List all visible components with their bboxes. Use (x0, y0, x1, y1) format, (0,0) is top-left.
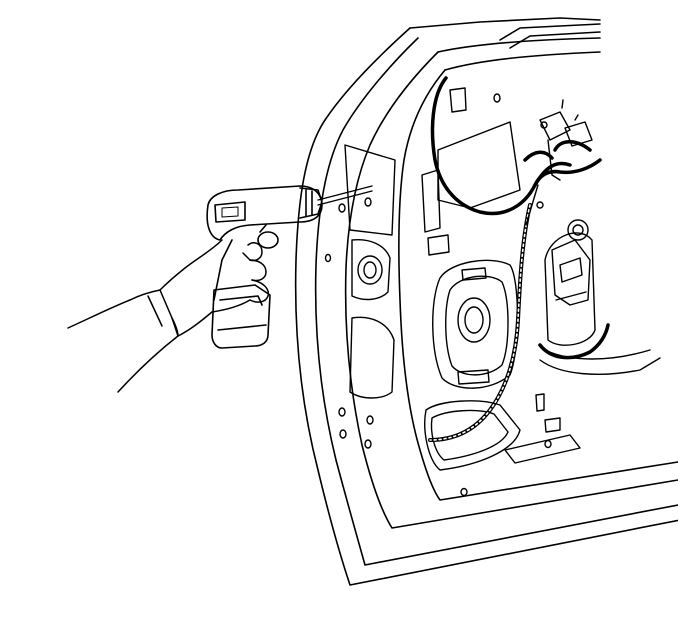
window-regulator-motor (539, 219, 661, 376)
wiring-conduit (428, 184, 539, 442)
window-glass-opening (421, 87, 581, 497)
lower-access-opening (424, 400, 521, 471)
door-inner-panel (294, 17, 678, 586)
door-lock-actuator (536, 99, 593, 209)
drill-bit (317, 185, 373, 206)
technician-hand (67, 239, 270, 393)
door-hinge-edge (324, 144, 396, 449)
speaker-opening (432, 259, 519, 389)
wiring-harness (430, 76, 610, 360)
drill-tool (206, 185, 323, 349)
